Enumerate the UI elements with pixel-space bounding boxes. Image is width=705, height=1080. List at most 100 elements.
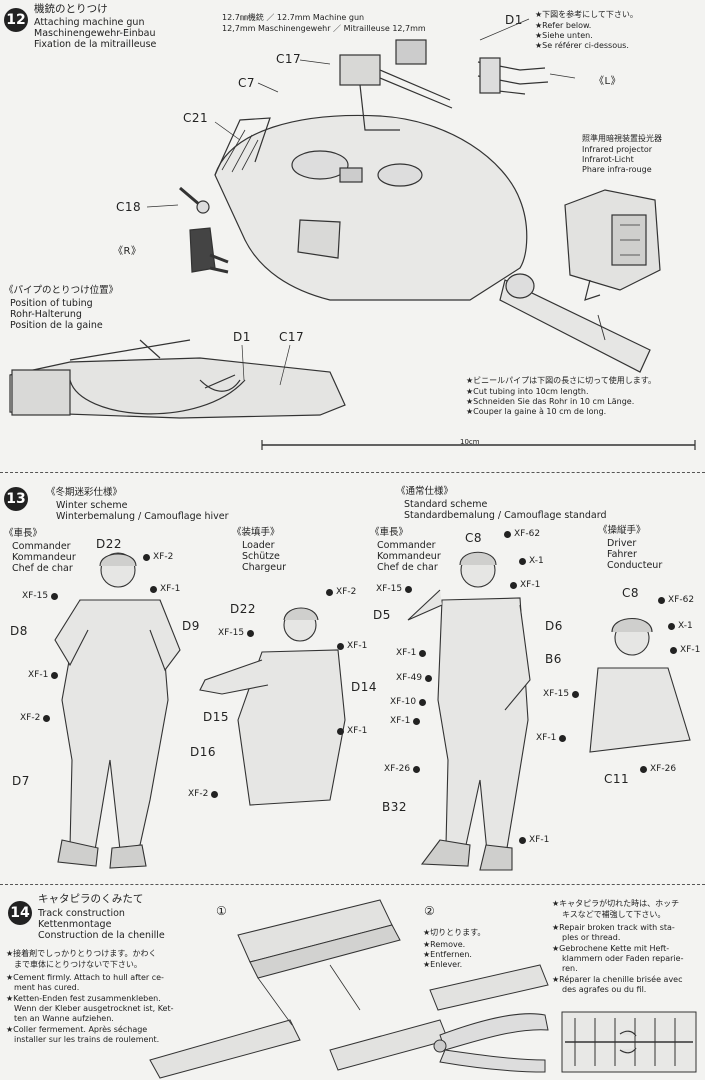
paint-dot	[143, 553, 150, 561]
fig2-part-d22: D22	[230, 602, 257, 616]
ir-jp: 照準用暗視装置投光器	[582, 134, 662, 143]
loader-jp: 《装填手》	[232, 527, 280, 538]
fig1-part-d8: D8	[10, 624, 28, 638]
winter-jp: 《冬期迷彩仕様》	[46, 487, 123, 498]
commander-fr: Chef de char	[12, 563, 73, 574]
fig4-paint-x1: X-1	[668, 621, 693, 631]
step-14-title-jp: キャタピラのくみたて	[38, 893, 144, 905]
part-r: 《R》	[113, 246, 142, 257]
step-12-title-de: Maschinengewehr-Einbau	[34, 28, 156, 39]
paint-code: XF-10	[390, 697, 417, 707]
part-l: 《L》	[594, 76, 622, 87]
fig3-part-d5: D5	[373, 608, 391, 622]
mg-caption-1: 12.7㎜機銃 ／ 12.7mm Machine gun	[222, 13, 365, 22]
fig1-paint-xf15: XF-15	[22, 591, 59, 601]
section-divider-1	[0, 472, 705, 473]
paint-code: XF-1	[390, 716, 411, 726]
cut-remove-en: ★Remove.	[423, 940, 466, 949]
sub-step-2: ②	[424, 904, 435, 918]
paint-dot	[211, 790, 219, 798]
paint-code: XF-26	[384, 764, 411, 774]
paint-dot	[43, 714, 51, 722]
fig4-paint-xf1b: XF-1	[536, 733, 567, 743]
step-number: 12	[6, 12, 26, 28]
fig3-part-c8: C8	[465, 531, 483, 545]
tubing-de: Rohr-Halterung	[10, 309, 82, 320]
section-divider-2	[0, 884, 705, 885]
paint-code: XF-2	[336, 587, 357, 597]
paint-dot	[519, 836, 526, 844]
note-de: ★Siehe unten.	[535, 31, 593, 40]
ir-fr: Phare infra-rouge	[582, 165, 652, 174]
fig1-part-d22: D22	[96, 537, 123, 551]
commander2-jp: 《車長》	[370, 527, 409, 538]
fig4-paint-xf26: XF-26	[640, 764, 676, 774]
fig1-paint-xf2b: XF-2	[20, 713, 51, 723]
fig3-part-b32: B32	[382, 800, 408, 814]
paint-code: XF-15	[22, 591, 49, 601]
paint-code: XF-49	[396, 673, 423, 683]
fig3-paint-xf1b: XF-1	[510, 580, 540, 590]
repair-jp-1: ★キャタピラが切れた時は、ホッチ	[552, 899, 680, 908]
driver-de: Fahrer	[607, 549, 637, 560]
paint-dot	[413, 717, 421, 725]
paint-dot	[337, 642, 344, 650]
paint-code: XF-1	[396, 648, 417, 658]
cut-de: ★Schneiden Sie das Rohr in 10 cm Länge.	[466, 397, 635, 406]
part-c7: C7	[238, 76, 256, 90]
paint-code: XF-26	[650, 764, 677, 774]
repair-en-2: ples or thread.	[562, 933, 621, 942]
fig4-paint-xf15: XF-15	[543, 689, 580, 699]
paint-code: XF-2	[20, 713, 41, 723]
paint-dot	[405, 585, 413, 593]
paint-dot	[337, 727, 344, 735]
fig2-paint-xf15: XF-15	[218, 628, 255, 638]
step-12-illustration	[9, 18, 696, 450]
paint-code: XF-15	[543, 689, 570, 699]
paint-dot	[419, 649, 427, 657]
paint-dot	[668, 622, 675, 630]
paint-dot	[640, 765, 647, 773]
paint-code: XF-1	[28, 670, 49, 680]
repair-de-1: ★Gebrochene Kette mit Heft-	[552, 944, 670, 953]
fig1-paint-xf1a: XF-1	[150, 584, 180, 594]
paint-code: XF-1	[680, 645, 701, 655]
fig3-paint-xf62: XF-62	[504, 529, 540, 539]
paint-dot	[150, 585, 157, 593]
paint-dot	[670, 646, 677, 654]
paint-code: XF-2	[153, 552, 174, 562]
winter-en: Winter scheme	[56, 500, 128, 511]
paint-dot	[658, 596, 665, 604]
fig4-paint-xf62: XF-62	[658, 595, 694, 605]
paint-dot	[51, 671, 59, 679]
glue-en-2: ment has cured.	[14, 983, 80, 992]
paint-dot	[419, 698, 427, 706]
paint-code: XF-1	[347, 726, 368, 736]
fig2-part-d16: D16	[190, 745, 217, 759]
paint-dot	[572, 690, 580, 698]
fig3-paint-xf1d: XF-1	[390, 716, 421, 726]
step-12-title-fr: Fixation de la mitrailleuse	[34, 39, 157, 50]
commander-jp: 《車長》	[4, 528, 43, 539]
step-14-title-de: Kettenmontage	[38, 919, 112, 930]
mg-caption-2: 12,7mm Maschinengewehr ／ Mitrailleuse 12…	[222, 24, 426, 33]
fig2-paint-xf1a: XF-1	[337, 641, 367, 651]
commander2-de: Kommandeur	[377, 551, 441, 562]
step-number: 14	[10, 905, 30, 921]
fig1-paint-xf1b: XF-1	[28, 670, 59, 680]
glue-fr-2: installer sur les trains de roulement.	[14, 1035, 160, 1044]
step-14-badge: 14	[8, 901, 32, 925]
glue-de-3: ten an Wanne aufziehen.	[14, 1014, 114, 1023]
commander2-en: Commander	[377, 540, 436, 551]
paint-dot	[425, 674, 433, 682]
tube-part-c17: C17	[279, 330, 305, 344]
paint-code: XF-1	[536, 733, 557, 743]
part-c18: C18	[116, 200, 142, 214]
repair-de-2: klammern oder Faden reparie-	[562, 954, 684, 963]
driver-jp: 《操縦手》	[598, 525, 646, 536]
fig2-part-d15: D15	[203, 710, 230, 724]
fig3-paint-xf10: XF-10	[390, 697, 427, 707]
paint-code: XF-1	[347, 641, 368, 651]
cut-remove-fr: ★Enlever.	[423, 960, 463, 969]
glue-fr-1: ★Coller fermement. Après séchage	[6, 1025, 148, 1034]
